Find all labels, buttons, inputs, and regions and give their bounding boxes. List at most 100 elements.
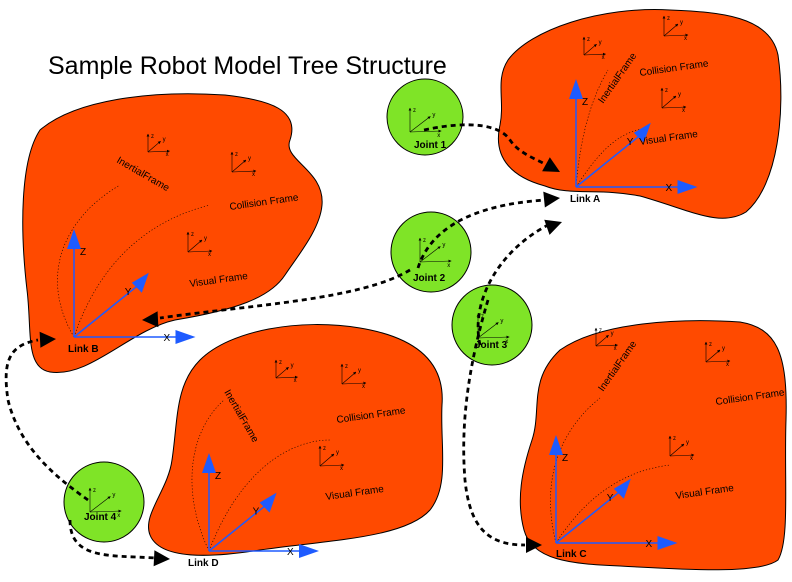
joint-1-circle (386, 78, 464, 156)
link-c-inertial-z-label: z (599, 328, 602, 334)
arrow-joint1-to-link-a-arrowhead (542, 157, 560, 172)
link-a-inertial-small-frame: zyx (582, 36, 606, 61)
link-c-inertial-x-axis (595, 343, 618, 347)
link-a-x-label: X (666, 183, 673, 194)
link-a-inertial-x-label: x (602, 55, 605, 61)
link-a-collision-z-label: z (667, 16, 670, 22)
joint-1-z-label: z (413, 108, 416, 114)
link-a-y-axis-line (575, 134, 642, 188)
link-c-inertial-small-frame: z y x (594, 327, 618, 352)
joint-1-x-label: x (437, 133, 440, 139)
link-c-body (519, 320, 787, 571)
joint-4-z-label: z (93, 488, 96, 494)
link-a-collision-x-axis (663, 33, 689, 37)
arrow-joint3-to-link-a (476, 219, 562, 346)
link-a-y-arrowhead (633, 122, 651, 143)
joint-2-z-label: z (423, 238, 426, 244)
joint-3-z-label: z (481, 314, 484, 320)
link-b-collision-x-axis (231, 169, 257, 173)
link-a-inertial-x-axis (583, 52, 606, 56)
link-a-body (498, 9, 782, 219)
link-a-collision-y-axis (663, 23, 679, 37)
arrow-joint2-to-link-a-line (416, 198, 546, 269)
link-b-visual-small-frame: zyx (186, 231, 213, 258)
diagram-title: Sample Robot Model Tree Structure (48, 52, 447, 80)
link-a-visual-small-frame: zyx (660, 87, 687, 114)
link-d-dotted-path-1 (208, 439, 331, 552)
link-d-collision-x-label: x (362, 384, 365, 390)
link-d-visual-x-axis (319, 463, 345, 467)
joint-4-x-label: x (117, 513, 120, 519)
joint-3-y-axis (477, 322, 499, 339)
link-c-collision-x-axis (705, 359, 731, 363)
link-d-main-frame: ZYX (202, 453, 319, 558)
link-c-label: Link C (556, 549, 587, 560)
link-a-z-label: Z (582, 97, 588, 108)
link-d-visual-x-label: x (340, 466, 343, 472)
link-b-inertial-y-axis (147, 140, 161, 153)
link-b-label: Link B (68, 344, 99, 355)
link-a-inertial-y-label: y (599, 40, 602, 46)
link-b-x-arrowhead (175, 330, 196, 344)
link-c-visual-y-label: y (686, 440, 689, 446)
link-a-inertial-y-axis (583, 43, 597, 56)
link-a-visual-y-axis (661, 95, 677, 109)
link-c-collision-z-label: z (709, 342, 712, 348)
link-b-visual-y-axis (187, 239, 203, 253)
joint-2-y-label: y (442, 242, 445, 248)
link-d-visual-y-axis (319, 453, 335, 467)
link-c-collision-y-axis (705, 349, 721, 363)
joint-3-x-label: x (505, 339, 508, 345)
link-c-x-label: X (646, 539, 653, 550)
arrow-joint4-to-link-b (4, 331, 89, 502)
link-a-main-frame: ZYX (569, 79, 698, 194)
link-b-x-label: X (164, 333, 171, 344)
arrow-joint4-to-link-d (68, 519, 170, 567)
link-b-inertial-x-axis (147, 149, 170, 153)
link-b-inertial-x-label: x (166, 152, 169, 158)
link-b-body (22, 93, 323, 373)
link-b-dotted-path-0 (57, 184, 121, 338)
joint-3-y-label: y (500, 318, 503, 324)
link-d-collision-y-label: y (358, 368, 361, 374)
joint-4-y-label: y (112, 492, 115, 498)
link-c-visual-y-axis (669, 443, 685, 457)
link-c-y-arrowhead (613, 478, 631, 499)
link-c-inertial-y-label: y (611, 331, 614, 337)
link-b-collision-x-label: x (252, 172, 255, 178)
link-c-visual-x-axis (669, 453, 695, 457)
link-a-dotted-path-1 (575, 127, 651, 188)
joint-2-frame-group: zyx (418, 237, 452, 269)
link-a-collision-small-frame: z y x (662, 15, 689, 42)
link-d-visual-small-frame: zyx (318, 445, 345, 472)
link-b-collision-y-axis (231, 159, 247, 173)
arrows-layer (4, 123, 562, 567)
arrow-joint3-to-link-c (462, 299, 542, 553)
link-b-inertial-small-frame: zyx (146, 133, 170, 158)
link-b-visual-x-label: x (208, 252, 211, 258)
joint-2-x-axis (419, 259, 452, 263)
link-a-label: Link A (570, 194, 600, 205)
arrow-joint2-to-link-a (416, 191, 560, 269)
joint-1-x-axis (409, 129, 442, 133)
link-c-collision-small-frame: zyx (704, 341, 731, 368)
link-a-collision-y-label: y (680, 20, 683, 26)
link-c-inertial-x-label: x (614, 346, 617, 352)
link-c-visual-small-frame: zyx (668, 435, 695, 462)
link-d-inertial-small-frame: zyx (274, 359, 298, 384)
link-a-x-arrowhead (677, 180, 698, 194)
link-a-collision-x-label: x (684, 36, 687, 42)
link-c-y-axis-line (555, 490, 622, 544)
link-a-visual-x-axis (661, 105, 687, 109)
link-c-z-label: Z (562, 453, 568, 464)
arrow-joint4-to-link-b-line (4, 338, 89, 502)
joint-3-label: Joint 3 (475, 340, 508, 351)
link-d-z-label: Z (215, 471, 221, 482)
link-d-x-arrowhead (299, 544, 319, 558)
link-c-x-arrowhead (657, 536, 678, 550)
joint-4-circle (63, 461, 145, 543)
